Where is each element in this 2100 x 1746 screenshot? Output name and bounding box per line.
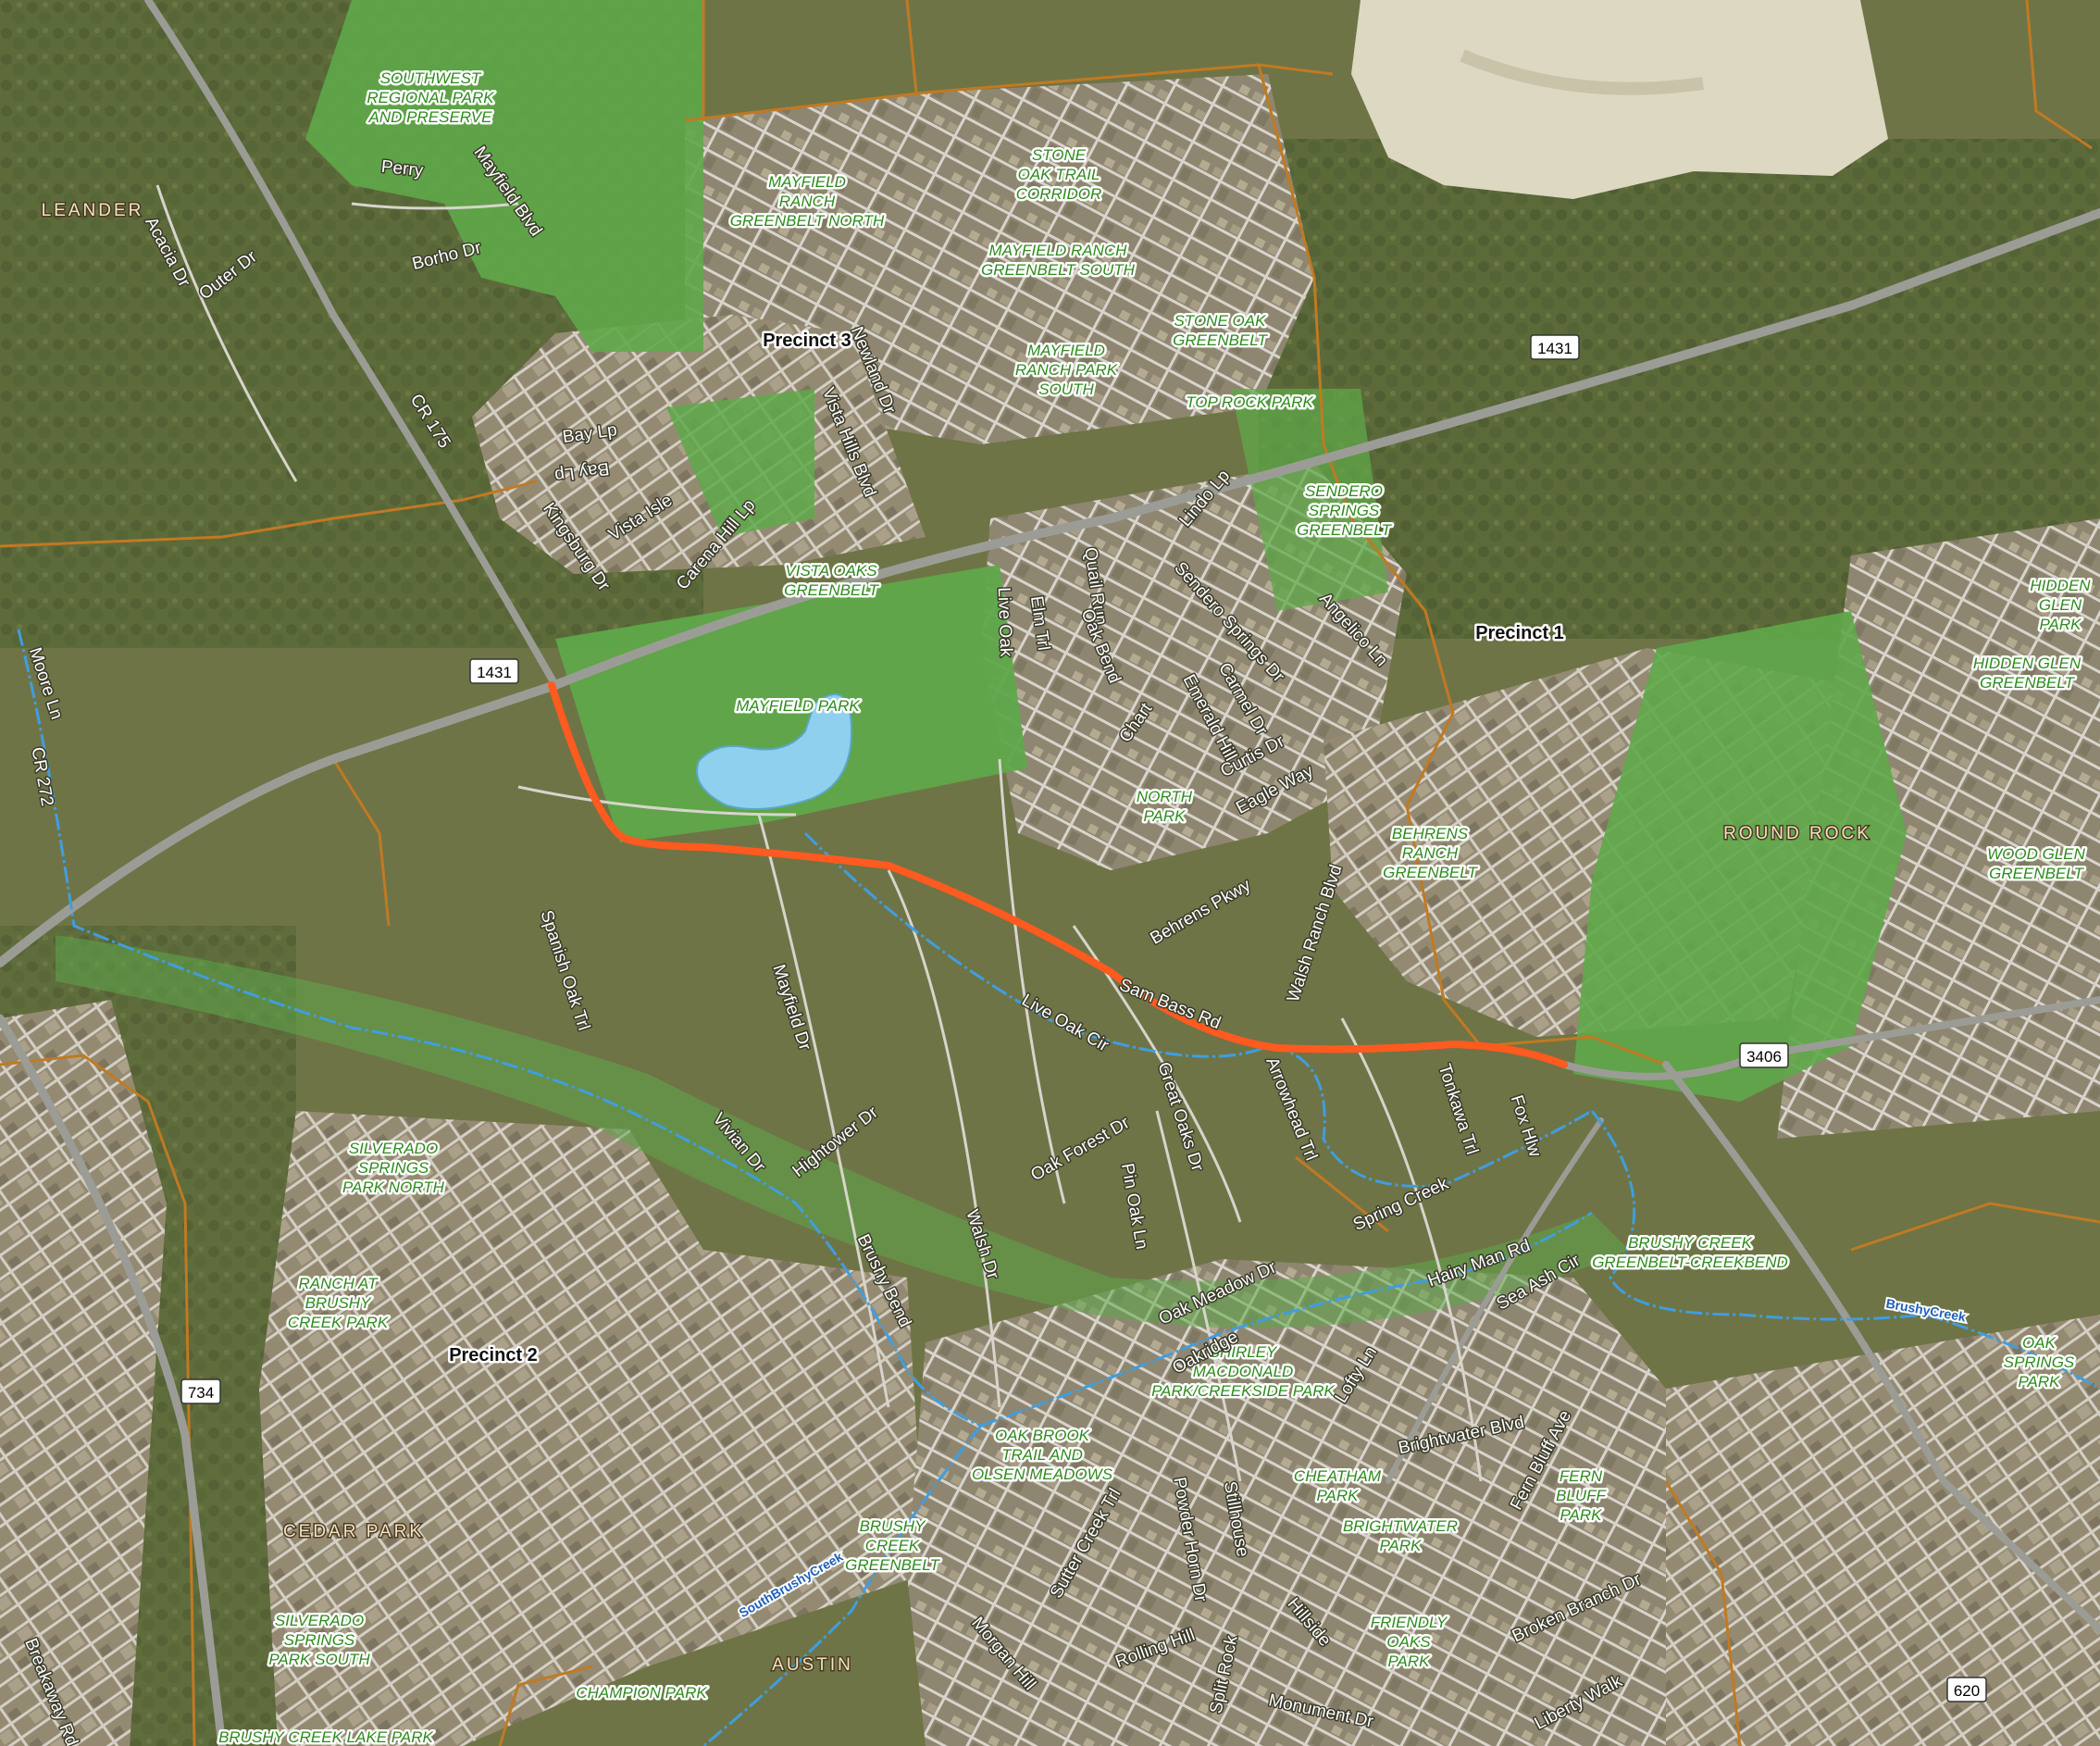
creeks [17, 629, 2100, 1746]
highway-shields: 1431 1431 3406 734 620 [180, 334, 1987, 1702]
park-mayfield [555, 565, 1027, 842]
city-label: LEANDER [42, 201, 144, 220]
precinct-label: Precinct 2 [449, 1345, 538, 1366]
svg-text:620: 620 [1954, 1682, 1980, 1700]
park-label: CHAMPION PARK [576, 1684, 707, 1702]
precinct-labels: Precinct 3 Precinct 1 Precinct 2 [447, 329, 1567, 1368]
park-sendero-springs [1231, 389, 1388, 611]
highway-shield-icon: 734 [180, 1378, 221, 1404]
quarry-area [1351, 0, 1888, 199]
city-label: AUSTIN [772, 1655, 853, 1675]
precinct-label: Precinct 1 [1475, 623, 1564, 643]
subdivision-cedar-park [259, 1111, 926, 1746]
park-brushy-creek-corridor [56, 935, 1629, 1328]
city-labels: LEANDER ROUND ROCK CEDAR PARK AUSTIN [40, 200, 1871, 1677]
svg-text:734: 734 [188, 1384, 214, 1402]
park-southwest-regional [305, 0, 703, 352]
highway-shield-icon: 1431 [1530, 334, 1580, 360]
svg-text:1431: 1431 [1537, 340, 1572, 357]
svg-text:1431: 1431 [477, 664, 512, 681]
park-label: MAYFIELD PARK [736, 697, 860, 715]
city-label: CEDAR PARK [283, 1522, 424, 1541]
sam-bass-road-highlight[interactable] [548, 681, 1568, 1068]
subdivision-west-strip [0, 1000, 167, 1746]
park-vista-oaks-greenbelt [666, 389, 814, 537]
subdivision-south-east [1666, 1315, 2100, 1746]
road-label: Live Oak [994, 587, 1016, 657]
highway-shield-icon: 620 [1946, 1677, 1987, 1702]
city-label: ROUND ROCK [1723, 824, 1871, 843]
svg-text:3406: 3406 [1746, 1048, 1782, 1066]
highway-shield-icon: 1431 [469, 658, 519, 684]
subdivision-austin-south [907, 1259, 1666, 1746]
park-round-rock-greenbelt [1573, 611, 1907, 1102]
highway-shield-icon: 3406 [1739, 1042, 1789, 1068]
park-label: TOP ROCK PARK [1186, 393, 1313, 411]
precinct-label: Precinct 3 [763, 330, 851, 351]
park-label: BRUSHY CREEK LAKE PARK [218, 1728, 433, 1746]
mayfield-park-lake [696, 693, 853, 810]
local-streets [155, 184, 1483, 1482]
